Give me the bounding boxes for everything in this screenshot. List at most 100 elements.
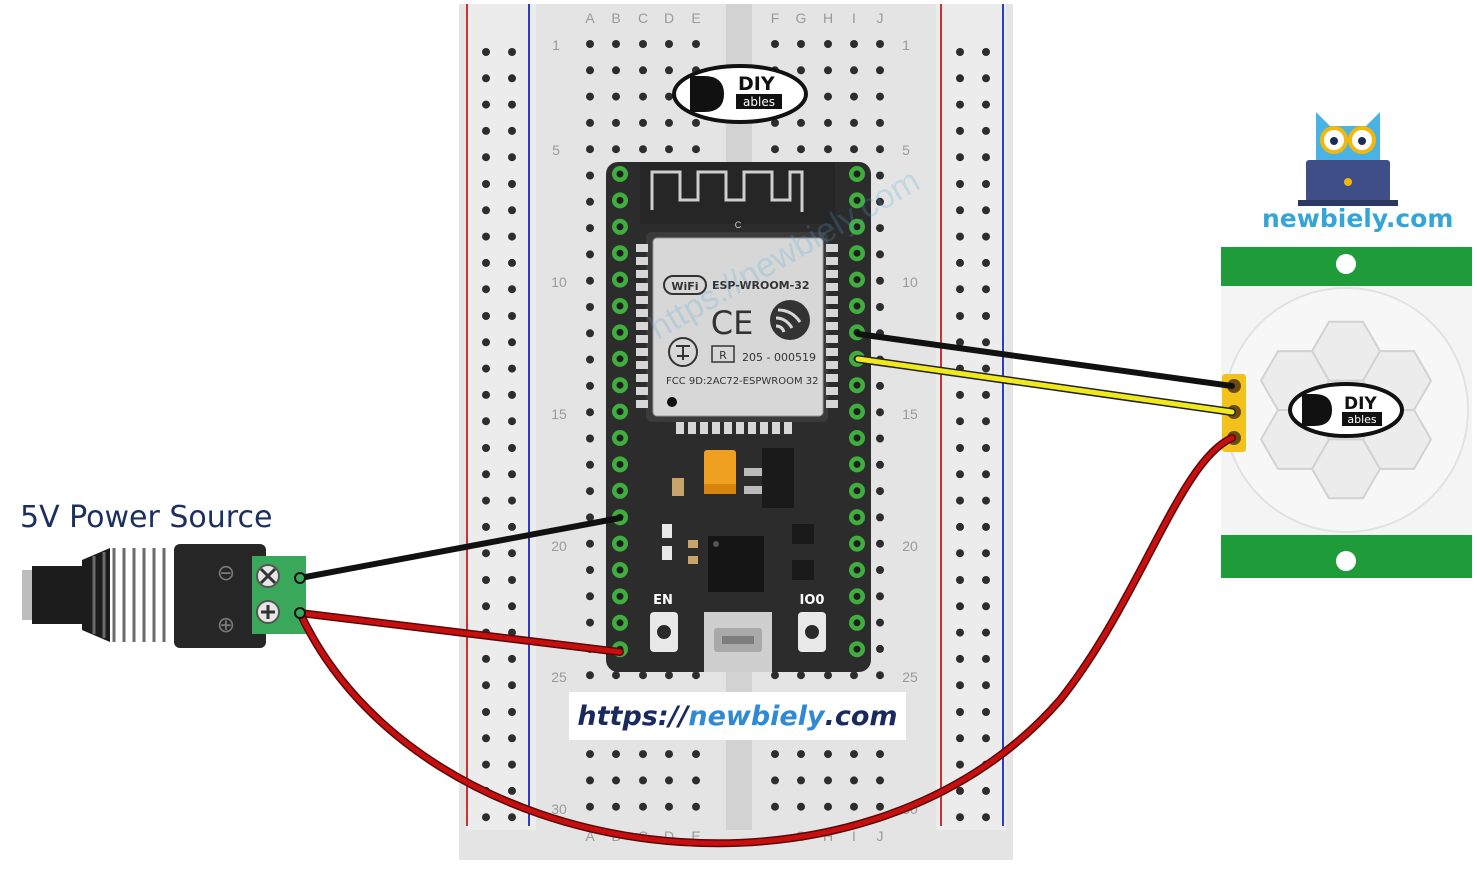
breadboard-hole bbox=[692, 802, 700, 811]
rail-hole bbox=[482, 681, 490, 690]
url-prefix: https:// bbox=[577, 700, 689, 732]
logo-ables-text: ables bbox=[743, 95, 775, 109]
col-letter-i: I bbox=[852, 10, 856, 26]
breadboard-hole bbox=[771, 118, 779, 127]
breadboard-hole bbox=[771, 776, 779, 785]
rail-hole bbox=[982, 74, 990, 83]
rail-hole bbox=[482, 522, 490, 531]
rail-hole bbox=[482, 602, 490, 611]
module-pad bbox=[636, 270, 648, 278]
rail-hole bbox=[508, 444, 516, 452]
breadboard-hole bbox=[639, 118, 647, 127]
rail-hole bbox=[956, 602, 964, 611]
rail-hole bbox=[508, 206, 516, 215]
rail-hole bbox=[956, 390, 964, 399]
breadboard-hole bbox=[824, 802, 832, 811]
breadboard-hole bbox=[639, 40, 647, 48]
breadboard-hole bbox=[692, 118, 700, 127]
rail-hole bbox=[982, 153, 990, 162]
rail-hole bbox=[956, 576, 964, 584]
rail-hole bbox=[956, 417, 964, 426]
rail-hole bbox=[482, 760, 490, 769]
module-pad bbox=[712, 422, 720, 434]
esp32-board: C WiFi ESP-WROOM-32 CE R 205 - 000519 bbox=[606, 162, 871, 672]
module-pad bbox=[826, 322, 838, 330]
rail-hole bbox=[982, 654, 990, 663]
rail-hole bbox=[508, 417, 516, 426]
rail-hole bbox=[508, 285, 516, 294]
rail-hole bbox=[956, 338, 964, 347]
rail-hole bbox=[508, 496, 516, 505]
rail-hole bbox=[956, 206, 964, 215]
breadboard-hole bbox=[797, 66, 805, 75]
module-pad bbox=[772, 422, 780, 434]
breadboard-hole bbox=[824, 40, 832, 48]
breadboard-hole bbox=[586, 513, 594, 522]
module-pad bbox=[724, 422, 732, 434]
rail-hole bbox=[982, 232, 990, 241]
wifi-label: WiFi bbox=[671, 280, 698, 293]
rail-hole bbox=[982, 444, 990, 452]
transistor bbox=[792, 560, 814, 580]
rail-hole bbox=[508, 786, 516, 795]
breadboard-hole bbox=[876, 197, 884, 206]
rail-hole bbox=[982, 364, 990, 373]
rail-hole bbox=[982, 496, 990, 505]
breadboard-hole bbox=[586, 776, 594, 785]
breadboard-hole bbox=[586, 40, 594, 48]
rail-hole bbox=[982, 681, 990, 690]
breadboard-hole bbox=[876, 92, 884, 101]
breadboard-hole bbox=[876, 513, 884, 522]
cert-code: 205 - 000519 bbox=[742, 351, 816, 364]
rail-hole bbox=[508, 734, 516, 743]
breadboard-hole bbox=[771, 671, 779, 680]
power-source-label: 5V Power Source bbox=[20, 500, 273, 535]
breadboard-hole bbox=[639, 750, 647, 759]
col-letter-j: J bbox=[877, 10, 884, 26]
breadboard-hole bbox=[876, 276, 884, 285]
breadboard-hole bbox=[612, 40, 620, 48]
rail-hole bbox=[508, 708, 516, 716]
module-pad bbox=[636, 348, 648, 356]
module-pad bbox=[636, 283, 648, 291]
col-letter-d: D bbox=[664, 10, 674, 26]
brand-name: newbiely.com bbox=[1262, 204, 1454, 233]
rail-hole bbox=[956, 522, 964, 531]
rail-hole bbox=[482, 153, 490, 162]
module-pad bbox=[636, 400, 648, 408]
wire-gnd-sensor bbox=[855, 331, 1235, 389]
breadboard-hole bbox=[586, 618, 594, 627]
rail-hole bbox=[982, 338, 990, 347]
rail-hole bbox=[956, 232, 964, 241]
diyables-logo-sensor: DIY ables bbox=[1288, 382, 1404, 438]
rail-hole bbox=[956, 734, 964, 743]
rail-hole bbox=[482, 444, 490, 452]
rail-hole bbox=[982, 628, 990, 637]
rail-hole bbox=[982, 786, 990, 795]
url-banner[interactable]: https://newbiely.com bbox=[569, 692, 906, 740]
breadboard-hole bbox=[639, 776, 647, 785]
breadboard-hole bbox=[824, 145, 832, 154]
rail-hole bbox=[982, 126, 990, 135]
breadboard-hole bbox=[824, 776, 832, 785]
module-pad bbox=[826, 270, 838, 278]
module-pad bbox=[636, 374, 648, 382]
breadboard-hole bbox=[665, 92, 673, 101]
module-pad bbox=[676, 422, 684, 434]
col-letter-c: C bbox=[638, 10, 648, 26]
rail-hole bbox=[508, 153, 516, 162]
breadboard-hole bbox=[824, 118, 832, 127]
rail-hole bbox=[956, 681, 964, 690]
module-pad bbox=[760, 422, 768, 434]
breadboard-hole bbox=[612, 671, 620, 680]
fcc-id: FCC 9D:2AC72-ESPWROOM 32 bbox=[666, 376, 818, 387]
rail-hole bbox=[956, 654, 964, 663]
en-button[interactable] bbox=[650, 612, 678, 652]
io0-button[interactable] bbox=[798, 612, 826, 652]
col-letter-a: A bbox=[585, 10, 595, 26]
module-pad bbox=[826, 400, 838, 408]
breadboard-hole bbox=[692, 145, 700, 154]
breadboard-hole bbox=[586, 66, 594, 75]
rail-hole bbox=[982, 100, 990, 109]
breadboard-hole bbox=[639, 802, 647, 811]
